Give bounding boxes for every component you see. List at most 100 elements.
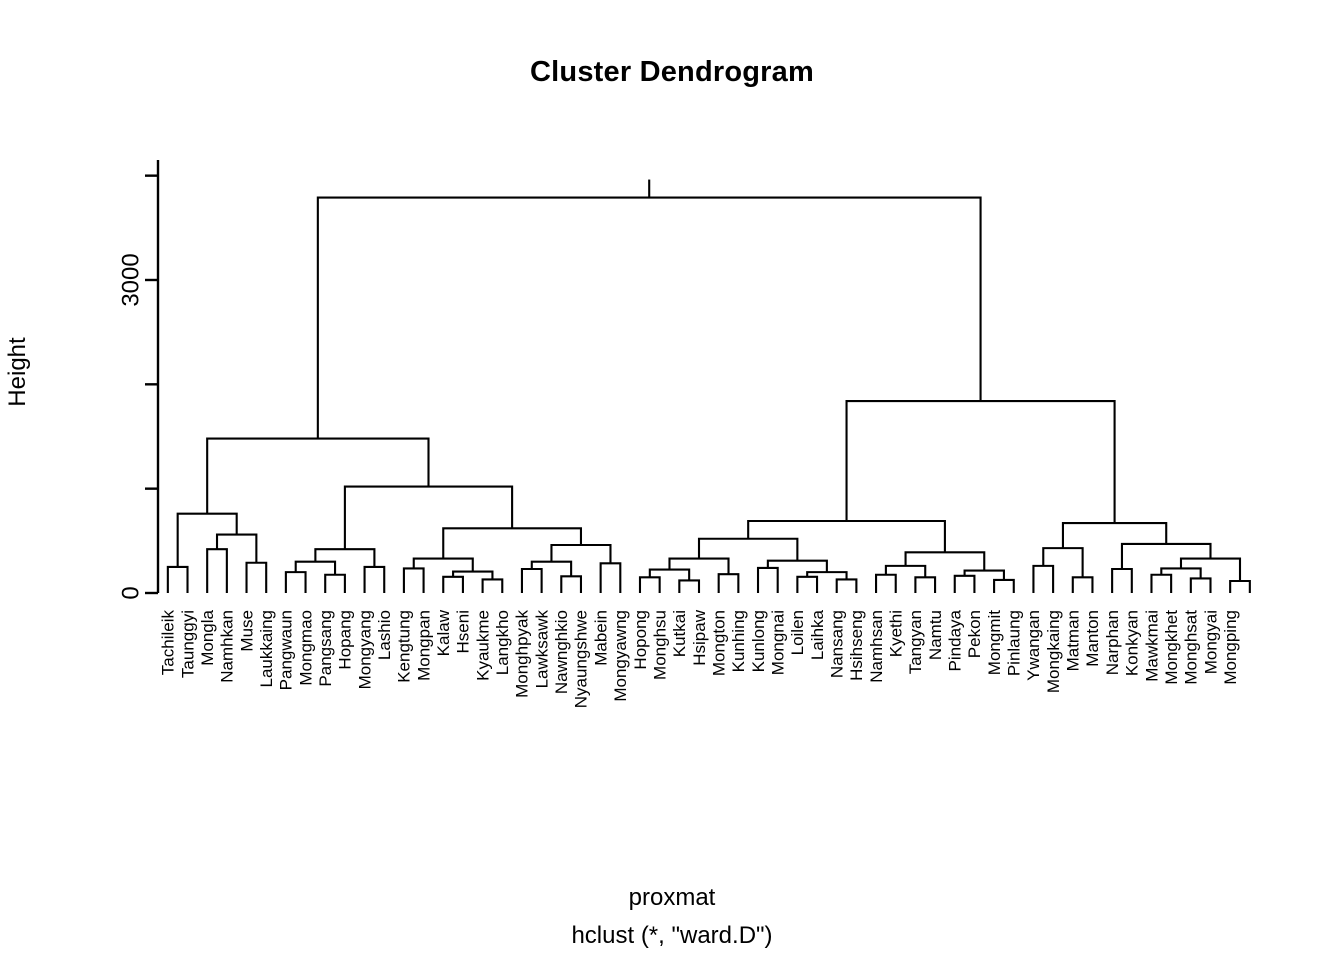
leaf-label: Pekon — [965, 610, 984, 658]
leaf-label: Mongton — [709, 610, 728, 676]
dendrogram-link — [648, 568, 691, 581]
dendrogram-link — [668, 557, 730, 575]
leaf-label: Kunlong — [749, 610, 768, 672]
dendrogram-link — [363, 565, 386, 593]
dendrogram-link — [806, 571, 848, 580]
dendrogram-link — [314, 548, 376, 567]
dendrogram-link — [993, 578, 1015, 593]
leaf-label: Kunhing — [729, 610, 748, 672]
leaf-label: Mongmao — [296, 610, 315, 686]
dendrogram-link — [560, 575, 583, 593]
leaf-label: Pinlaung — [1005, 610, 1024, 676]
y-axis-tick-label: 0 — [117, 586, 144, 599]
leaf-label: Pangwaun — [277, 610, 296, 690]
dendrogram-link — [245, 561, 268, 593]
leaf-label: Monghsu — [650, 610, 669, 680]
leaf-label: Mongyang — [355, 610, 374, 689]
dendrogram-link — [550, 543, 612, 564]
leaf-label: Konkyan — [1123, 610, 1142, 676]
leaf-label: Kengtung — [395, 610, 414, 683]
leaf-label: Mabein — [591, 610, 610, 666]
dendrogram-link — [747, 519, 946, 553]
leaf-label: Namhkan — [218, 610, 237, 683]
leaf-label: Laukkaing — [257, 610, 276, 688]
leaf-label: Ywangan — [1024, 610, 1043, 681]
dendrogram-link — [1042, 547, 1084, 578]
leaf-label: Mongmit — [985, 610, 1004, 675]
dendrogram-link — [1160, 567, 1202, 579]
leaf-label: Kyethi — [887, 610, 906, 657]
leaf-label: Muse — [237, 610, 256, 652]
leaf-label: Nansang — [827, 610, 846, 678]
leaf-label: Namhsan — [867, 610, 886, 683]
leaf-label: Manton — [1083, 610, 1102, 667]
dendrogram-link — [1150, 573, 1173, 593]
dendrogram-link — [206, 548, 228, 593]
leaf-label: Monghsat — [1182, 610, 1201, 685]
dendrogram-link — [717, 573, 740, 593]
dendrogram-link — [1032, 564, 1055, 593]
leaf-label: Lashio — [375, 610, 394, 660]
dendrogram-link — [520, 567, 543, 593]
dendrogram-link — [914, 576, 937, 593]
leaf-label: Mongkhet — [1162, 610, 1181, 685]
leaf-label: Mongyai — [1201, 610, 1220, 674]
dendrogram-link — [530, 560, 573, 577]
dendrogram-link — [294, 560, 337, 575]
dendrogram-links — [166, 179, 1251, 593]
dendrogram-link — [176, 512, 238, 567]
leaf-label: Mongpan — [414, 610, 433, 681]
y-axis-tick-label: 3000 — [117, 253, 144, 306]
dendrogram-link — [412, 557, 474, 572]
leaf-label: Lawksawk — [532, 610, 551, 689]
leaf-label: Mongping — [1221, 610, 1240, 685]
leaf-label: Hopong — [631, 610, 650, 670]
leaf-label: Nawnghkio — [552, 610, 571, 694]
dendrogram-link — [402, 567, 425, 593]
leaf-label: Kyaukme — [473, 610, 492, 681]
leaf-label: Kalaw — [434, 609, 453, 656]
leaf-label: Hsihseng — [847, 610, 866, 681]
leaf-label: Namtu — [926, 610, 945, 660]
dendrogram-link — [1229, 579, 1251, 593]
leaf-label: Pangsang — [316, 610, 335, 687]
leaf-label: Tachileik — [159, 610, 178, 676]
dendrogram-link — [284, 571, 307, 593]
leaf-label: Langkho — [493, 610, 512, 675]
dendrogram-link — [452, 570, 494, 580]
leaf-label: Mongnai — [768, 610, 787, 675]
dendrogram-link — [481, 578, 504, 593]
leaf-label: Mawkmai — [1142, 610, 1161, 682]
leaf-label: Monghpyak — [513, 610, 532, 698]
y-axis: 0 3000 — [117, 160, 160, 600]
dendrogram-link — [756, 566, 779, 593]
leaf-label: Laihka — [808, 609, 827, 660]
dendrogram-link — [697, 537, 799, 561]
dendrogram-link — [835, 578, 858, 593]
dendrogram-link — [1111, 567, 1133, 593]
dendrogram-link — [1071, 576, 1094, 593]
x-axis-label-secondary: hclust (*, "ward.D") — [571, 922, 773, 949]
leaf-label: Taunggyi — [178, 610, 197, 678]
leaf-label: Pindaya — [946, 609, 965, 671]
dendrogram-link — [166, 565, 189, 593]
dendrogram-link — [845, 399, 1116, 524]
dendrogram-link — [796, 575, 819, 593]
dendrogram-link — [324, 573, 346, 593]
dendrogram-link — [442, 575, 464, 593]
leaf-label: Mongyawng — [611, 610, 630, 702]
leaf-label: Matman — [1064, 610, 1083, 671]
leaf-label: Hopang — [336, 610, 355, 670]
leaf-label: Tangyan — [906, 610, 925, 674]
dendrogram-link — [678, 579, 701, 593]
leaf-label: Loilen — [788, 610, 807, 655]
dendrogram-link — [1120, 542, 1212, 570]
dendrogram-link — [904, 551, 986, 571]
dendrogram-link — [953, 574, 976, 593]
leaf-label: Nyaungshwe — [572, 610, 591, 708]
leaf-label: Mongla — [198, 609, 217, 665]
leaf-label: Hsipaw — [690, 609, 709, 665]
leaf-label: Hseni — [454, 610, 473, 653]
